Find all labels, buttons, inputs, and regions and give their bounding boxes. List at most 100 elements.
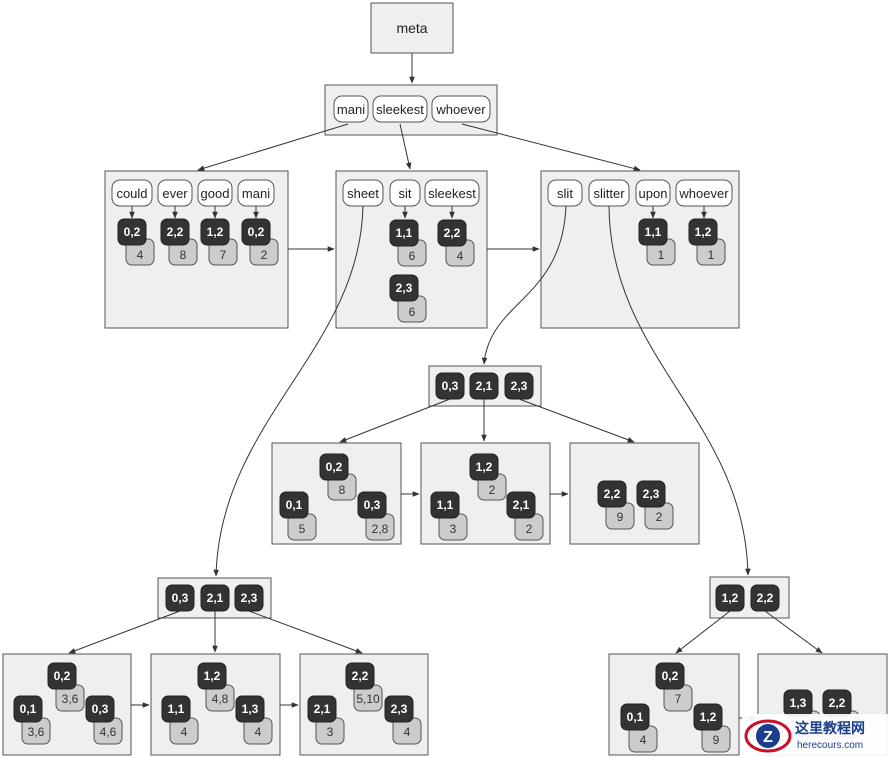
entry-value: 5,10 (356, 692, 380, 706)
entry-value: 3,6 (62, 692, 79, 706)
leaf-key-label: sheet (347, 186, 379, 201)
entry-key: 1,2 (476, 460, 493, 474)
entry-value: 6 (409, 305, 416, 319)
leaf-key-pill (547, 179, 583, 207)
entry-key: 1,2 (207, 225, 224, 239)
entry-value: 2 (656, 510, 663, 524)
index-key-label: 1,2 (722, 591, 739, 605)
root-meta-label: meta (396, 20, 427, 36)
top-key-pill (372, 95, 428, 123)
entry-key: 1,3 (790, 696, 807, 710)
leaf-key-label: sleekest (428, 186, 476, 201)
index-key-label: 2,1 (207, 591, 224, 605)
index-key-label: 2,3 (511, 379, 528, 393)
entry-value: 4 (181, 725, 188, 739)
entry-value: 3,6 (28, 725, 45, 739)
top-key-label: mani (337, 102, 365, 117)
entry-card: 0,2 8 (319, 453, 357, 501)
leaf-key-label: mani (242, 186, 270, 201)
entry-card: 0,1 5 (279, 491, 317, 541)
entry-card: 2,2 4 (437, 219, 475, 267)
entry-key: 2,2 (444, 226, 461, 240)
entry-value: 5 (299, 522, 306, 536)
entry-card: 2,2 8 (160, 218, 198, 266)
entry-key: 1,1 (437, 498, 454, 512)
entry-card: 1,2 7 (200, 218, 238, 266)
entry-card: 0,3 4,6 (85, 695, 123, 745)
entry-card: 0,3 2,8 (357, 491, 395, 541)
entry-value: 3 (327, 725, 334, 739)
entry-value: 4 (404, 725, 411, 739)
entry-key: 0,2 (326, 460, 343, 474)
leaf-key-label: sit (399, 186, 412, 201)
entry-card: 0,2 2 (241, 218, 279, 266)
index-key-chip: 0,3 (435, 372, 465, 400)
entry-card: 1,2 1 (688, 218, 726, 266)
entry-value: 8 (180, 248, 187, 262)
entry-value: 2 (489, 483, 496, 497)
entry-card: 1,3 4 (235, 695, 273, 745)
entry-key: 2,2 (352, 669, 369, 683)
entry-key: 1,1 (168, 702, 185, 716)
entry-key: 1,1 (645, 225, 662, 239)
index-key-chip: 2,1 (469, 372, 499, 400)
leaf-key-label: upon (639, 186, 668, 201)
leaf-key-label: whoever (678, 186, 729, 201)
edge-mid-index-to-node (518, 398, 635, 443)
entry-value: 4 (640, 733, 647, 747)
edge-index-to-leaf-3 (461, 123, 641, 172)
entry-key: 0,1 (286, 498, 303, 512)
edge-index-to-leaf-1 (197, 123, 349, 171)
entry-card: 1,2 9 (693, 703, 731, 753)
leaf-key-label: good (201, 186, 230, 201)
edge-sheet-to-left-subtree (213, 205, 364, 577)
entry-card: 2,2 5,10 (345, 662, 383, 712)
leaf-key-label: slitter (593, 186, 625, 201)
entry-key: 0,1 (627, 710, 644, 724)
entry-value: 3 (450, 522, 457, 536)
entry-key: 1,2 (695, 225, 712, 239)
entry-card: 0,2 3,6 (47, 662, 85, 712)
entry-value: 4 (457, 249, 464, 263)
edge-slitter-to-right-subtree (608, 205, 751, 576)
entry-card: 0,1 3,6 (13, 695, 51, 745)
index-key-label: 2,1 (476, 379, 493, 393)
entry-key: 2,1 (314, 702, 331, 716)
top-key-pill (333, 95, 369, 123)
entry-value: 4,8 (212, 692, 229, 706)
root-meta-node (370, 2, 454, 54)
entry-card: 2,3 2 (636, 480, 674, 530)
entry-key: 1,1 (396, 226, 413, 240)
entry-card: 0,2 4 (117, 218, 155, 266)
entry-card: 1,1 3 (430, 491, 468, 541)
index-key-chip: 2,2 (750, 584, 780, 612)
entry-key: 1,2 (700, 710, 717, 724)
index-key-label: 2,3 (241, 591, 258, 605)
entry-card: 2,1 2 (506, 491, 544, 541)
leaf-key-label: could (116, 186, 147, 201)
entry-card: 2,3 4 (384, 695, 422, 745)
entry-value: 7 (220, 248, 227, 262)
entry-value: 6 (409, 249, 416, 263)
entry-key: 2,2 (604, 487, 621, 501)
edge-right-index-to-node (675, 610, 731, 654)
entry-key: 2,3 (391, 702, 408, 716)
leaf-key-label: ever (162, 186, 188, 201)
entry-card: 1,1 4 (161, 695, 199, 745)
edge-left-index-to-node (248, 610, 363, 654)
entry-card: 1,2 2 (469, 453, 507, 501)
entry-value: 9 (713, 733, 720, 747)
entry-value: 4,6 (100, 725, 117, 739)
entry-card: 2,2 9 (597, 480, 635, 530)
edge-left-index-to-node (68, 610, 181, 654)
top-key-label: sleekest (376, 102, 424, 117)
entry-key: 2,1 (513, 498, 530, 512)
watermark-logo: Z (742, 714, 888, 756)
index-key-label: 2,2 (757, 591, 774, 605)
entry-value: 8 (339, 483, 346, 497)
entry-key: 0,2 (662, 669, 679, 683)
entry-card: 2,3 6 (389, 274, 427, 323)
entry-key: 0,2 (54, 669, 71, 683)
entry-key: 0,3 (364, 498, 381, 512)
